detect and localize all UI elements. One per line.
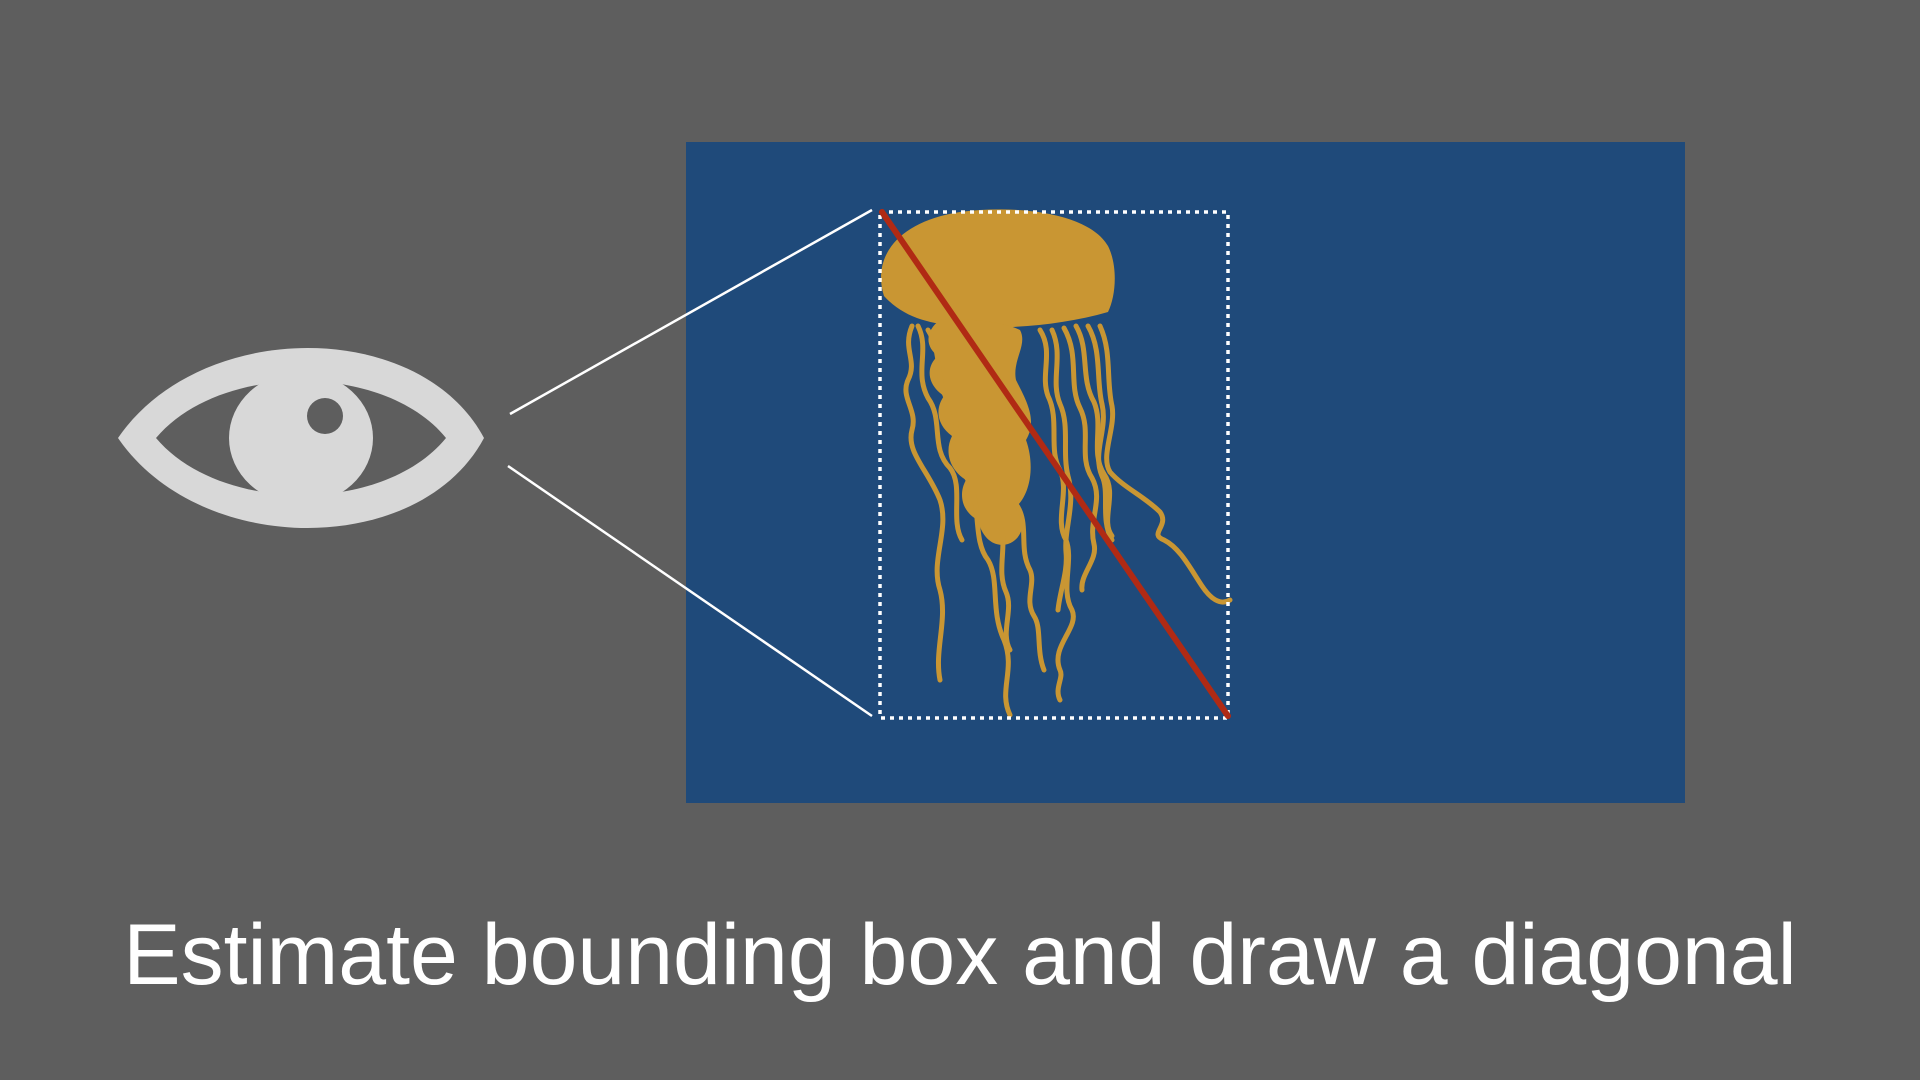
- caption-text: Estimate bounding box and draw a diagona…: [123, 907, 1797, 1003]
- eye-iris: [229, 372, 373, 504]
- image-panel: [686, 142, 1685, 803]
- bounding-box-diagonal: [879, 209, 1231, 719]
- eye-icon: [118, 348, 484, 528]
- jellyfish-oral-arms: [928, 319, 1032, 545]
- jellyfish-bell: [881, 209, 1115, 328]
- sight-line-bottom: [507, 464, 873, 718]
- sight-lines: [507, 208, 873, 718]
- bounding-box: [878, 210, 1230, 720]
- jellyfish-tentacles: [903, 323, 1233, 718]
- eye-pupil: [307, 398, 343, 434]
- sight-line-top: [509, 208, 873, 416]
